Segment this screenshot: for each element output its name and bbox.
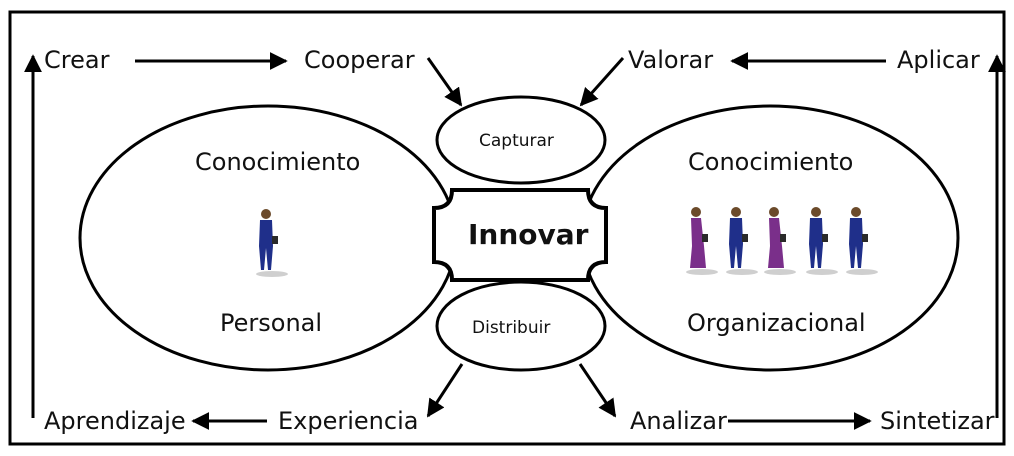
- label-sintetizar: Sintetizar: [880, 407, 995, 435]
- innovar-plaque: [432, 188, 608, 282]
- label-personal: Personal: [220, 309, 323, 337]
- capturar-ellipse: [435, 95, 607, 185]
- man-figure-icon: [806, 207, 838, 275]
- arrow-distribuir-analizar: [578, 363, 617, 418]
- arrow-cooperar-capturar: [426, 57, 463, 107]
- label-experiencia: Experiencia: [278, 407, 419, 435]
- woman-figure-icon: [764, 207, 796, 275]
- label-aprendizaje: Aprendizaje: [44, 407, 186, 435]
- label-distribuir: Distribuir: [472, 318, 551, 338]
- label-cooperar: Cooperar: [304, 46, 415, 74]
- personal-people-group: [256, 209, 288, 277]
- label-organizacional: Organizacional: [687, 309, 866, 337]
- arrow-distribuir-experiencia: [426, 363, 464, 418]
- label-innovar: Innovar: [468, 218, 589, 251]
- man-figure-icon: [726, 207, 758, 275]
- label-aplicar: Aplicar: [897, 46, 980, 74]
- label-conocimiento-organizacional: Conocimiento: [688, 148, 854, 176]
- arrow-valorar-capturar: [579, 57, 625, 107]
- organizational-people-group: [686, 207, 878, 275]
- label-analizar: Analizar: [630, 407, 727, 435]
- label-valorar: Valorar: [628, 46, 714, 74]
- outer-frame: [8, 10, 1006, 446]
- woman-figure-icon: [686, 207, 718, 275]
- label-capturar: Capturar: [479, 131, 554, 151]
- label-conocimiento-personal: Conocimiento: [195, 148, 361, 176]
- man-figure-icon: [846, 207, 878, 275]
- label-crear: Crear: [44, 46, 110, 74]
- man-figure-icon: [256, 209, 288, 277]
